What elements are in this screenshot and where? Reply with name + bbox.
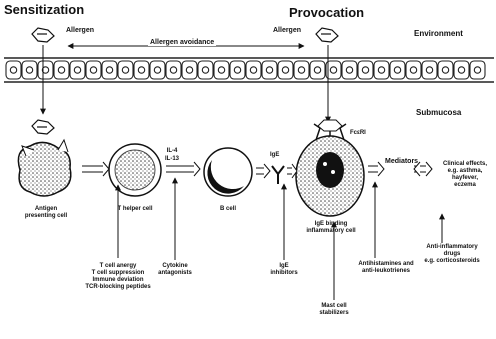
epithelial-cell — [22, 61, 37, 79]
clinical-effects-line1: Clinical effects, — [436, 161, 494, 167]
antihistamines-line1: Antihistamines and — [340, 261, 432, 267]
epithelial-cell — [86, 61, 101, 79]
b-cell — [204, 148, 252, 196]
epithelial-cell — [406, 61, 421, 79]
epithelial-cell — [6, 61, 21, 79]
epithelial-cell — [342, 61, 357, 79]
fc-receptor-label: FcεRI — [350, 130, 366, 136]
epithelial-cell — [358, 61, 373, 79]
allergen-symbol-right — [316, 28, 338, 42]
sensitization-heading: Sensitization — [4, 3, 84, 16]
arrow-th-to-b — [166, 162, 200, 176]
anti-inflammatory-line2: drugs — [410, 251, 494, 257]
arrow-cell-to-mediators — [368, 162, 384, 176]
antihistamines-line2: anti-leukotrienes — [340, 268, 432, 274]
arrow-apc-to-th — [82, 162, 109, 176]
ige-inhibitors-line2: inhibitors — [264, 270, 304, 276]
t-helper-cell — [109, 144, 161, 196]
epithelial-cell — [214, 61, 229, 79]
arrow-b-to-ige — [256, 164, 270, 178]
epithelial-cell — [198, 61, 213, 79]
apc-label-line1: Antigen — [18, 206, 74, 212]
epithelial-cell — [54, 61, 69, 79]
epithelial-cell — [294, 61, 309, 79]
epithelial-cell — [262, 61, 277, 79]
il4-label: IL-4 — [164, 148, 180, 154]
tcell-intervention-line3: Immune deviation — [66, 277, 170, 283]
cytokine-antagonists-line2: antagonists — [150, 270, 200, 276]
inflammatory-cell-label-line2: inflammatory cell — [296, 228, 366, 234]
mast-cell-stabilizers-line1: Mast cell — [306, 303, 362, 309]
epithelial-cell — [278, 61, 293, 79]
allergen-label-left: Allergen — [66, 27, 94, 34]
epithelial-cell — [230, 61, 245, 79]
epithelial-cell — [118, 61, 133, 79]
epithelial-cell — [390, 61, 405, 79]
allergen-avoidance-label: Allergen avoidance — [148, 39, 216, 46]
clinical-effects-line4: eczema — [436, 182, 494, 188]
submucosa-label: Submucosa — [416, 109, 461, 117]
ige-label: IgE — [270, 152, 279, 158]
cytokine-antagonists-line1: Cytokine — [150, 263, 200, 269]
epithelial-cell — [438, 61, 453, 79]
epithelial-cell — [182, 61, 197, 79]
epithelial-cell — [422, 61, 437, 79]
b-cell-label: B cell — [208, 206, 248, 212]
ige-inhibitors-line1: IgE — [264, 263, 304, 269]
mast-cell-stabilizers-line2: stabilizers — [306, 310, 362, 316]
allergen-symbol-left — [32, 28, 54, 42]
epithelial-cell — [470, 61, 485, 79]
inflammatory-cell-label-line1: IgE binding — [300, 221, 362, 227]
t-helper-label: T helper cell — [104, 206, 166, 212]
epithelial-cell — [134, 61, 149, 79]
il13-label: IL-13 — [164, 156, 180, 162]
provocation-heading: Provocation — [289, 6, 364, 19]
epithelial-cell — [374, 61, 389, 79]
ige-antibody-symbol — [272, 166, 284, 184]
epithelial-cell — [70, 61, 85, 79]
apc-label-line2: presenting cell — [14, 213, 78, 219]
epithelial-cell — [166, 61, 181, 79]
epithelial-cell — [102, 61, 117, 79]
clinical-effects-line2: e.g. asthma, — [436, 168, 494, 174]
allergen-label-right: Allergen — [273, 27, 301, 34]
clinical-effects-line3: hayfever, — [436, 175, 494, 181]
environment-label: Environment — [414, 30, 463, 38]
mediators-label: Mediators — [385, 158, 418, 165]
antigen-presenting-cell — [18, 140, 70, 196]
allergen-symbol-left-submucosa — [32, 120, 54, 134]
epithelial-cell — [310, 61, 325, 79]
epithelial-cell — [38, 61, 53, 79]
epithelium-band — [4, 58, 494, 82]
tcell-intervention-line4: TCR-blocking peptides — [66, 284, 170, 290]
epithelial-cell — [454, 61, 469, 79]
epithelial-cell — [246, 61, 261, 79]
anti-inflammatory-line1: Anti-inflammatory — [410, 244, 494, 250]
epithelial-cell — [150, 61, 165, 79]
